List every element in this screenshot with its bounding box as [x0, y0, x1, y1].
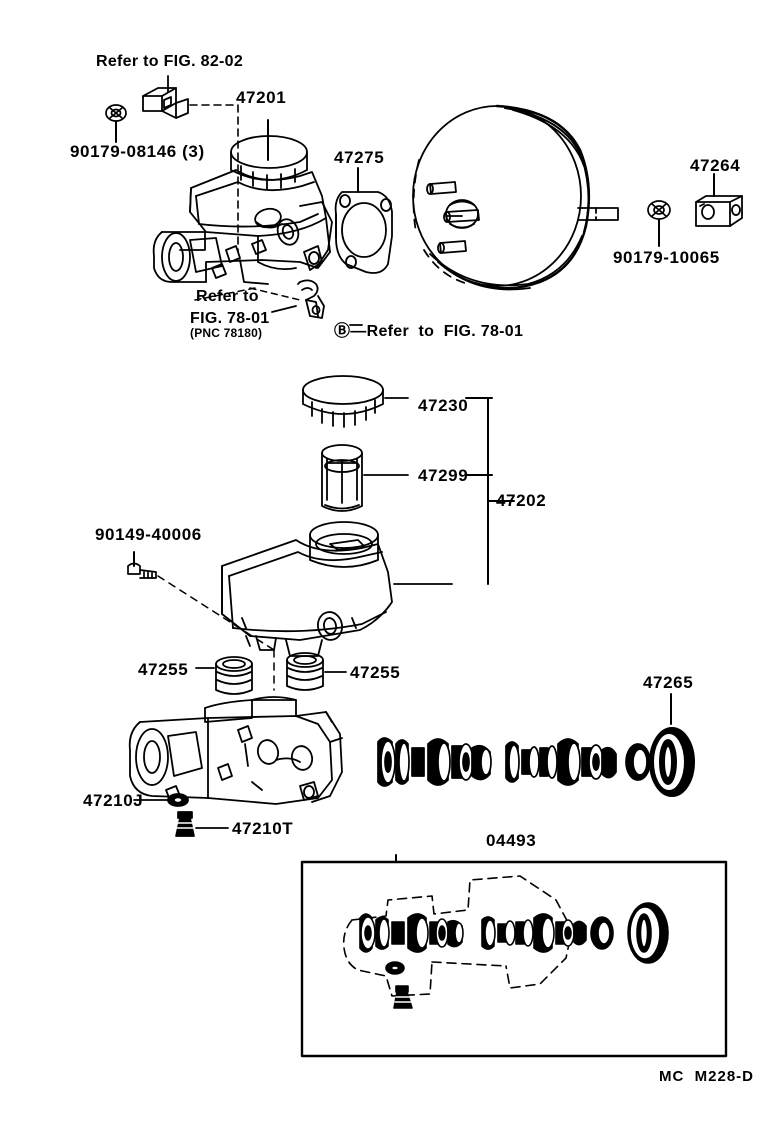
label-part-47201: 47201 — [236, 88, 287, 107]
label-refer-fig-78-01-line1: Refer to — [196, 288, 259, 305]
label-part-47275: 47275 — [334, 148, 385, 167]
label-part-47210T: 47210T — [232, 819, 294, 838]
label-refer-fig-78-01-pnc: (PNC 78180) — [190, 326, 263, 340]
label-part-90149-40006: 90149-40006 — [95, 525, 202, 544]
label-part-47265: 47265 — [643, 673, 694, 692]
label-refer-fig-78-01-b: Ⓑ—Refer to FIG. 78-01 — [334, 323, 524, 340]
label-part-47264: 47264 — [690, 156, 741, 175]
label-refer-fig-82-02: Refer to FIG. 82-02 — [96, 53, 244, 70]
label-part-90179-08146: 90179-08146 (3) — [70, 142, 205, 161]
label-part-47299: 47299 — [418, 466, 469, 485]
label-part-90179-10065: 90179-10065 — [613, 248, 720, 267]
label-part-47255-left: 47255 — [138, 660, 189, 679]
label-sheet-code: MC M228-D — [659, 1068, 755, 1085]
label-part-47202: 47202 — [496, 491, 547, 510]
label-part-47255-right: 47255 — [350, 663, 401, 682]
label-part-47210J: 47210J — [83, 791, 144, 810]
label-refer-fig-78-01-line2: FIG. 78-01 — [190, 310, 270, 327]
label-part-47230: 47230 — [418, 396, 469, 415]
label-part-04493: 04493 — [486, 831, 537, 850]
